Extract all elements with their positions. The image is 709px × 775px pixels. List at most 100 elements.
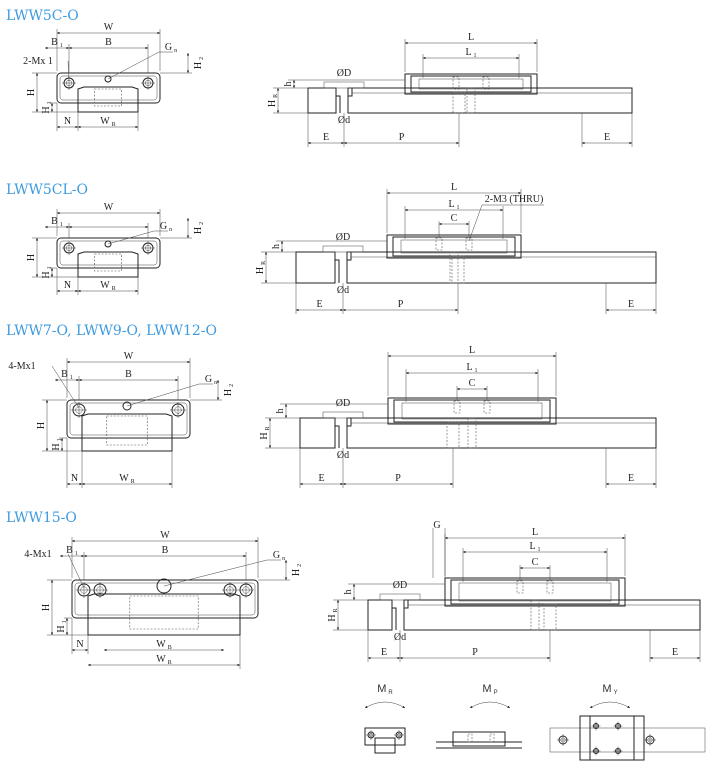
HR-label: HR [259, 426, 271, 439]
carriage-side [386, 234, 522, 259]
counterbore-dia-label: ØD [337, 68, 351, 79]
series-title: LWW15-O [6, 510, 77, 526]
E-right-label: E [672, 647, 678, 658]
line [67, 60, 70, 82]
rail-profile [81, 413, 173, 452]
mp-hole [489, 733, 495, 743]
N-label: N [64, 116, 71, 127]
M-thread-label: 2-Mx 1 [23, 56, 53, 67]
rail-body [346, 417, 657, 449]
H-label: H [26, 254, 37, 261]
mp-hole [467, 733, 473, 743]
counterbore-dia-label: ØD [393, 580, 407, 591]
H2-label: H2 [291, 564, 303, 576]
rail-mounting-hole [106, 415, 148, 446]
carriage-inner [401, 402, 543, 420]
thread-hole [465, 237, 473, 251]
W-label: W [104, 22, 114, 33]
carriage-inner [400, 239, 508, 254]
M-thread-label: 4-Mx1 [24, 549, 51, 560]
carriage-body [410, 75, 532, 93]
H2-label: H2 [223, 384, 235, 396]
H-label: H [36, 422, 47, 429]
h-label: h [275, 409, 286, 414]
curved-double-arrow-icon [469, 701, 511, 709]
E-right-label: E [604, 132, 610, 143]
B-label: B [105, 37, 112, 48]
section-title-3: LWW15-O [6, 510, 77, 526]
mr-rail [374, 737, 396, 754]
fixing-bolt-head [322, 411, 364, 419]
grease-nipple-icon [104, 240, 112, 248]
rail-mounting-hole [129, 595, 199, 630]
counterbore-dia-label: ØD [336, 398, 350, 409]
carriage-inner-outline [69, 402, 188, 436]
N-label: N [71, 473, 78, 484]
H1-label: H1 [51, 438, 63, 450]
HR-label: HR [267, 94, 279, 107]
mp-block [452, 731, 506, 747]
E-label: E [318, 473, 324, 484]
L-label: L [451, 182, 457, 193]
carriage-block-outline [56, 237, 161, 269]
N-label: N [64, 280, 71, 291]
rail-body [347, 87, 633, 114]
rail-profile [77, 86, 139, 113]
moment-figure-MY [549, 715, 706, 761]
curved-double-arrow-icon [364, 701, 406, 709]
series-title: LWW5C-O [6, 8, 79, 24]
rail-mounting-hole [94, 253, 122, 272]
rail-section-hatched [367, 599, 393, 631]
C-label: C [469, 378, 476, 389]
mr-block [364, 727, 406, 746]
H2-label: H2 [193, 57, 205, 69]
B-label: B [162, 545, 169, 556]
counterbore-dia-label: ØD [336, 232, 350, 243]
rail-mounting-hole [94, 88, 122, 107]
carriage-inner-outline [59, 240, 158, 266]
rail-body [346, 251, 657, 284]
carriage-side [444, 577, 626, 607]
fixing-bolt-head [379, 593, 421, 601]
carriage-inner [418, 78, 524, 90]
carriage-block-outline [66, 399, 191, 439]
L-label: L [469, 345, 475, 356]
H1-label: H1 [56, 620, 68, 632]
C-label: C [451, 213, 458, 224]
carriage-block-outline [71, 579, 259, 619]
rail-section-hatched [299, 417, 336, 449]
HR-label: HR [255, 261, 267, 274]
E-right-label: E [628, 473, 634, 484]
series-title: LWW7-O, LWW9-O, LWW12-O [6, 323, 217, 339]
rail-bolt-hole [543, 603, 557, 631]
W-label: W [124, 351, 134, 362]
W-label: W [104, 202, 114, 213]
H1-label: H1 [41, 266, 53, 278]
series-title: LWW5CL-O [6, 182, 88, 198]
E-label: E [381, 647, 387, 658]
counterbore-hole [334, 418, 352, 448]
rail-bolt-hole [530, 599, 540, 631]
rail-section-hatched [307, 87, 337, 114]
section-title-1: LWW5CL-O [6, 182, 88, 198]
line [163, 559, 268, 587]
counterbore-hole [334, 252, 352, 283]
